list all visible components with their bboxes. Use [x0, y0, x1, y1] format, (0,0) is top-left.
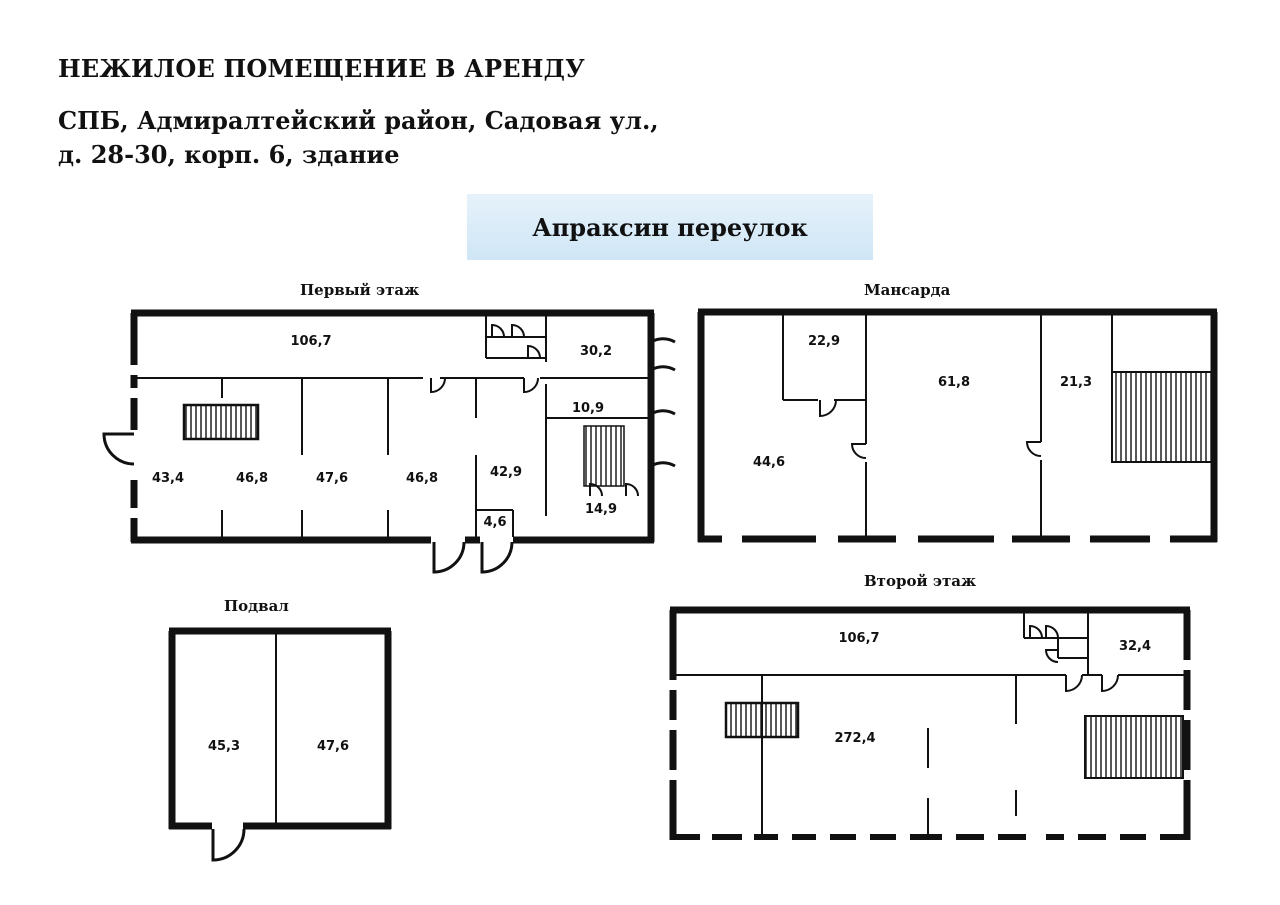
address-line-2: д. 28-30, корп. 6, здание: [58, 140, 400, 169]
room-area: 21,3: [1060, 375, 1092, 390]
basement-plan: 45,3 47,6: [168, 627, 392, 862]
room-area: 14,9: [585, 502, 617, 517]
room-area: 45,3: [208, 739, 240, 754]
room-area: 32,4: [1119, 639, 1151, 654]
room-area: 47,6: [317, 739, 349, 754]
attic-title: Мансарда: [864, 281, 951, 299]
room-area: 106,7: [838, 631, 879, 646]
room-area: 46,8: [406, 471, 438, 486]
room-area: 43,4: [152, 471, 184, 486]
room-area: 30,2: [580, 344, 612, 359]
stairs-icon: [182, 403, 260, 441]
stairs-icon: [1111, 371, 1213, 463]
room-area: 272,4: [834, 731, 875, 746]
room-area: 44,6: [753, 455, 785, 470]
second-floor-title: Второй этаж: [864, 572, 977, 590]
address-line-1: СПБ, Адмиралтейский район, Садовая ул.,: [58, 106, 659, 135]
room-area: 10,9: [572, 401, 604, 416]
room-area: 22,9: [808, 334, 840, 349]
room-area: 46,8: [236, 471, 268, 486]
room-area: 61,8: [938, 375, 970, 390]
room-area: 42,9: [490, 465, 522, 480]
attic-plan: 22,9 61,8 21,3 44,6: [697, 308, 1218, 543]
address: СПБ, Адмиралтейский район, Садовая ул., …: [58, 104, 659, 172]
room-area: 106,7: [290, 334, 331, 349]
first-floor-title: Первый этаж: [300, 281, 420, 299]
stairs-icon: [583, 425, 625, 487]
page-title: НЕЖИЛОЕ ПОМЕЩЕНИЕ В АРЕНДУ: [58, 54, 585, 83]
street-label: Апраксин переулок: [532, 212, 808, 242]
second-floor-plan: 106,7 32,4 272,4: [669, 606, 1191, 840]
first-floor-plan: 106,7 30,2 10,9 43,4 46,8 47,6 46,8 42,9…: [102, 309, 676, 574]
basement-title: Подвал: [224, 597, 289, 615]
stairs-icon: [1084, 715, 1184, 779]
stairs-icon: [724, 701, 800, 739]
street-label-box: Апраксин переулок: [467, 194, 873, 260]
room-area: 4,6: [483, 515, 506, 530]
room-area: 47,6: [316, 471, 348, 486]
